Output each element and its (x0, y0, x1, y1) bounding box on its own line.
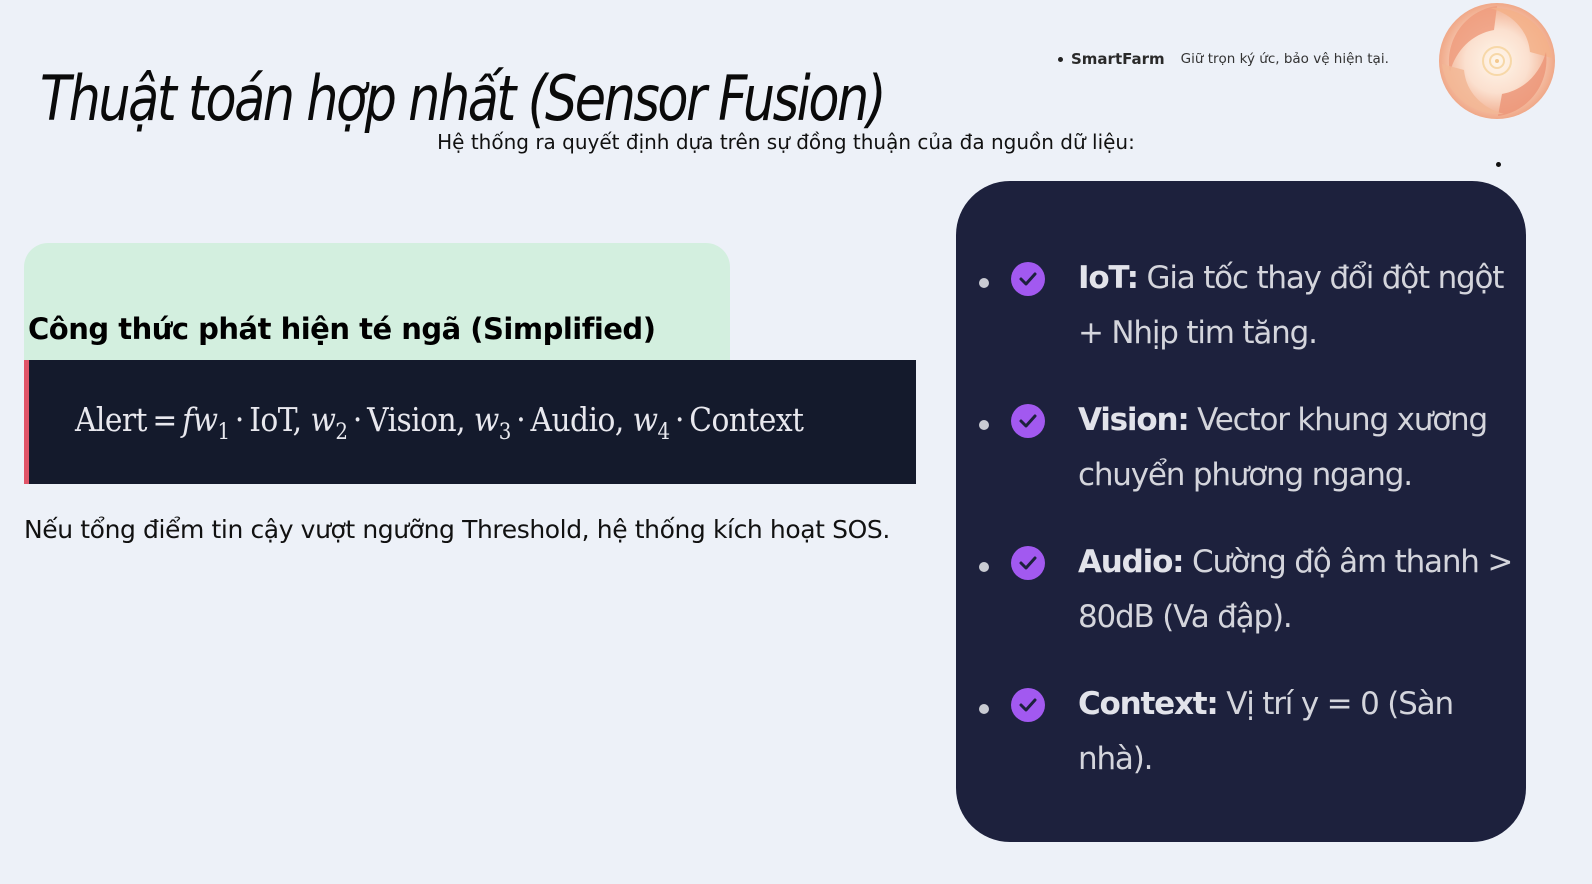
check-circle-icon (1011, 262, 1045, 296)
term-name: IoT (249, 399, 293, 439)
criteria-panel: IoT: Gia tốc thay đổi đột ngột + Nhịp ti… (956, 181, 1526, 842)
criteria-description: Cường độ âm thanh > 80dB (Va đập). (1078, 544, 1513, 635)
formula-box: Alert=fw1·IoT, w2·Vision, w3·Audio, w4·C… (24, 360, 916, 484)
formula-equals: = (152, 399, 177, 439)
criteria-label: Vision: (1078, 402, 1190, 438)
criteria-label: IoT: (1078, 260, 1139, 296)
criteria-description: Vị trí y = 0 (Sàn nhà). (1078, 686, 1454, 777)
bullet-dot (979, 278, 989, 288)
formula-function: f (182, 399, 193, 439)
criteria-item-audio: Audio: Cường độ âm thanh > 80dB (Va đập)… (956, 495, 1526, 637)
bullet-dot (1496, 162, 1501, 167)
brand-name: SmartFarm (1071, 50, 1165, 68)
term-name: Context (689, 399, 804, 439)
criteria-item-vision: Vision: Vector khung xương chuyển phương… (956, 353, 1526, 495)
criteria-item-context: Context: Vị trí y = 0 (Sàn nhà). (956, 637, 1526, 779)
weight-symbol: w (310, 399, 336, 439)
formula-card-background (24, 243, 730, 363)
weight-subscript: 3 (498, 419, 512, 445)
weight-subscript: 2 (335, 419, 348, 445)
fall-detection-formula: Alert=fw1·IoT, w2·Vision, w3·Audio, w4·C… (75, 399, 804, 445)
bullet-dot (979, 704, 989, 714)
page-subtitle: Hệ thống ra quyết định dựa trên sự đồng … (437, 130, 1135, 154)
check-circle-icon (1011, 546, 1045, 580)
brand-tagline: Giữ trọn ký ức, bảo vệ hiện tại. (1180, 51, 1389, 67)
weight-subscript: 4 (657, 419, 671, 445)
threshold-note: Nếu tổng điểm tin cậy vượt ngưỡng Thresh… (24, 515, 890, 544)
formula-lhs: Alert (75, 399, 147, 439)
criteria-item-iot: IoT: Gia tốc thay đổi đột ngột + Nhịp ti… (956, 211, 1526, 353)
weight-symbol: w (192, 399, 218, 439)
check-circle-icon (1011, 688, 1045, 722)
weight-symbol: w (632, 399, 658, 439)
criteria-label: Audio: (1078, 544, 1185, 580)
term-name: Audio (530, 399, 616, 439)
criteria-description: Vector khung xương chuyển phương ngang. (1078, 402, 1488, 493)
criteria-label: Context: (1078, 686, 1219, 722)
bullet-dot (1058, 56, 1063, 62)
formula-heading: Công thức phát hiện té ngã (Simplified) (28, 312, 656, 346)
bullet-dot (979, 420, 989, 430)
bullet-dot (979, 562, 989, 572)
term-name: Vision (367, 399, 457, 439)
swirl-hands-logo-icon (1439, 3, 1555, 119)
criteria-description: Gia tốc thay đổi đột ngột + Nhịp tim tăn… (1078, 260, 1504, 351)
check-circle-icon (1011, 404, 1045, 438)
weight-symbol: w (473, 399, 499, 439)
page-title: Thuật toán hợp nhất (Sensor Fusion) (40, 61, 887, 135)
brand-header: SmartFarm Giữ trọn ký ức, bảo vệ hiện tạ… (1058, 50, 1389, 68)
weight-subscript: 1 (217, 419, 230, 445)
